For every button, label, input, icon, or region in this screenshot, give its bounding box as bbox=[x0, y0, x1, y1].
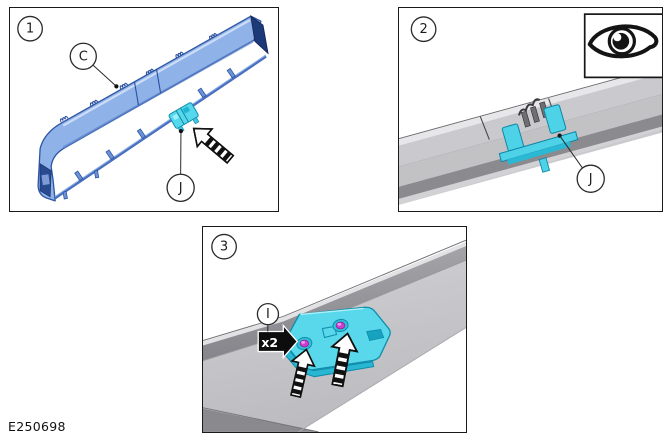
panel-1-number-label: 1 bbox=[26, 22, 34, 37]
push-arrow-icon bbox=[185, 119, 239, 169]
panel-1-illustration: C J 1 bbox=[17, 15, 269, 202]
callout-j: J bbox=[557, 133, 605, 193]
panel-2: J 2 bbox=[398, 7, 663, 212]
figure-id-label: E250698 bbox=[8, 419, 66, 434]
fastener-right bbox=[332, 318, 349, 333]
callout-j-label: J bbox=[178, 181, 183, 196]
panel-3-illustration: x2 I 3 bbox=[203, 233, 466, 432]
quantity-flag: x2 bbox=[257, 323, 299, 360]
panel-1-number: 1 bbox=[17, 15, 43, 42]
panel-3-number-label: 3 bbox=[220, 240, 228, 255]
panel-3-number: 3 bbox=[211, 233, 237, 260]
trim-end-cap bbox=[250, 15, 269, 55]
callout-c-label: C bbox=[79, 49, 88, 64]
clip-part-j bbox=[498, 98, 579, 173]
callout-j: J bbox=[166, 128, 195, 202]
visual-inspection-box bbox=[583, 13, 662, 79]
panel-1: C J 1 bbox=[9, 7, 279, 212]
eye-icon bbox=[587, 24, 659, 59]
trim-panel-part bbox=[37, 15, 269, 202]
trim-lower-rail bbox=[54, 55, 267, 200]
trim-rail-tabs bbox=[62, 67, 236, 200]
beam-part bbox=[399, 65, 662, 205]
callout-j-label: J bbox=[588, 172, 593, 187]
panel-3: x2 I 3 bbox=[202, 226, 467, 433]
callout-c: C bbox=[69, 42, 119, 89]
callout-i: I bbox=[256, 302, 280, 332]
quantity-label: x2 bbox=[261, 335, 278, 350]
callout-i-label: I bbox=[266, 307, 270, 322]
panel-2-illustration: J 2 bbox=[399, 13, 662, 205]
panel-2-number: 2 bbox=[410, 16, 437, 43]
panel-2-number-label: 2 bbox=[419, 22, 427, 37]
